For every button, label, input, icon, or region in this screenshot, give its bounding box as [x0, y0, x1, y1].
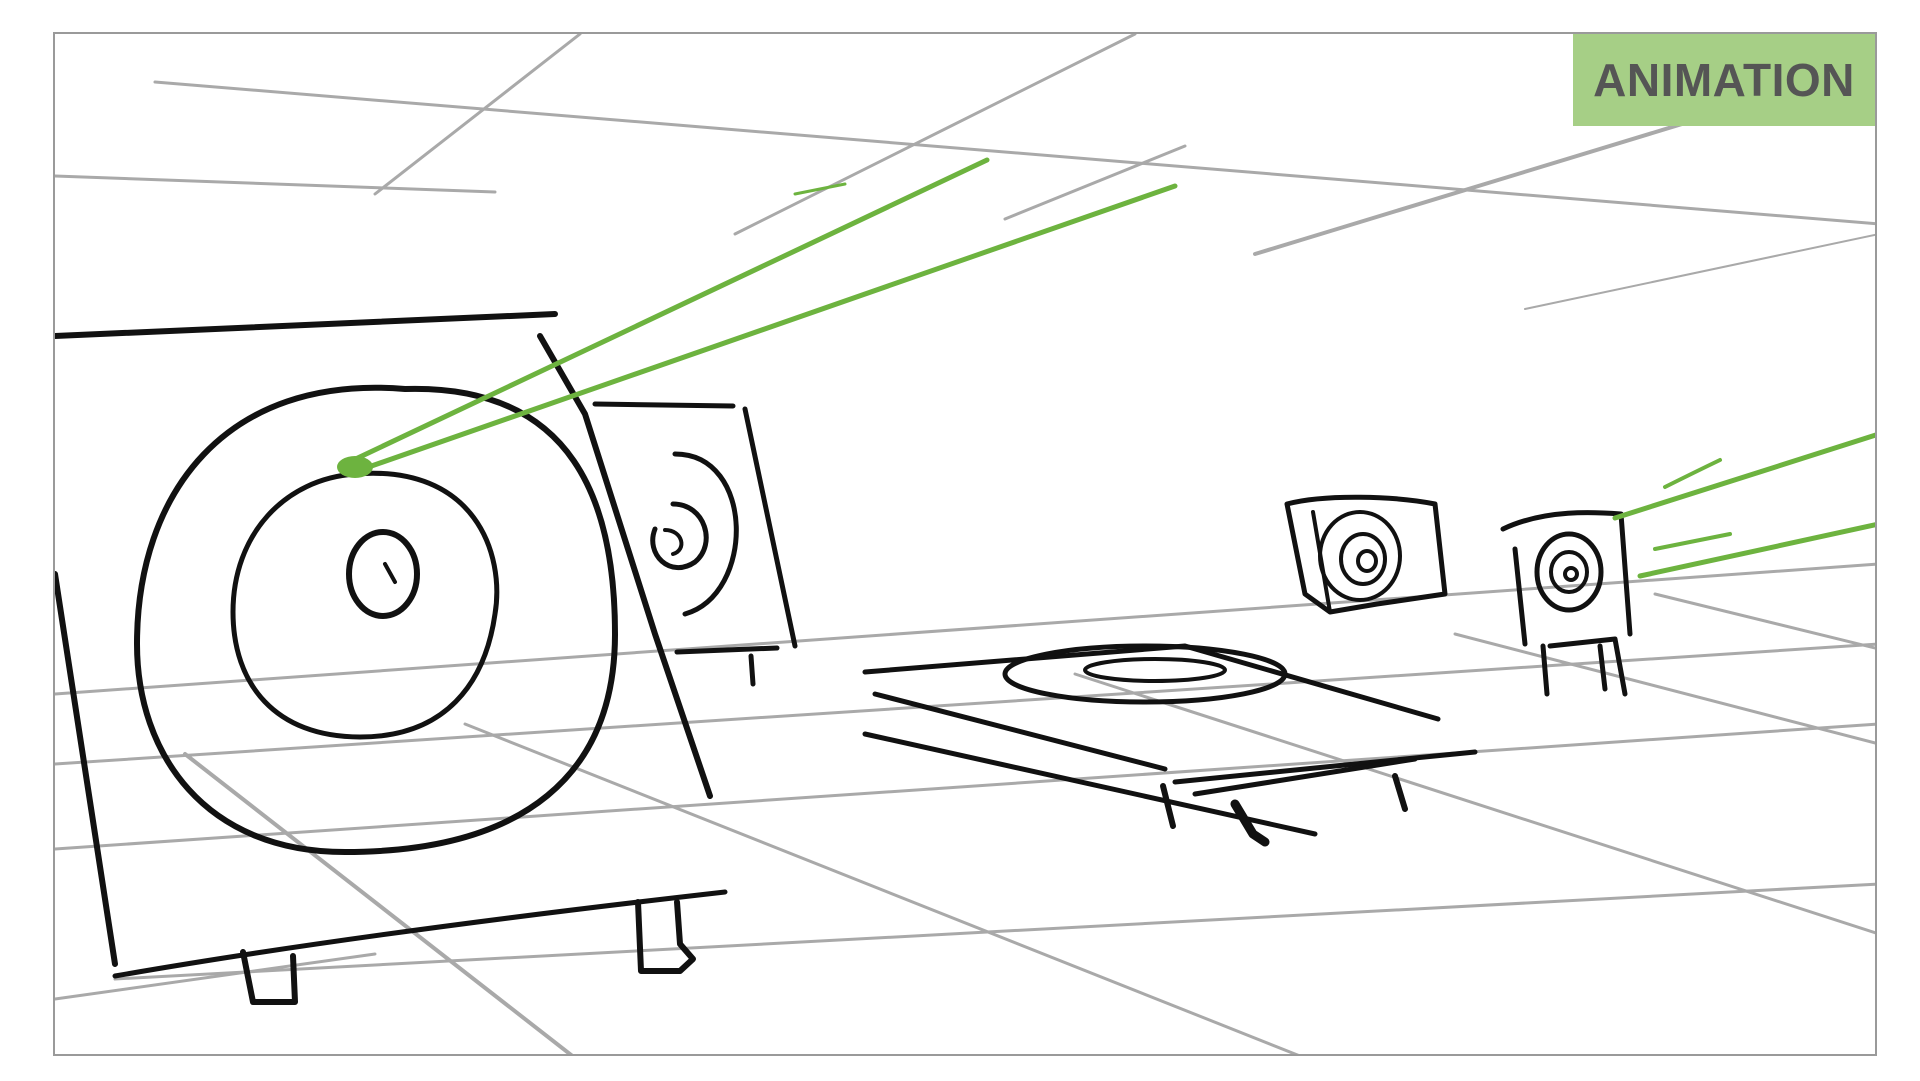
turntable-sketch [862, 643, 1478, 847]
animation-badge: ANIMATION [1573, 34, 1875, 126]
left-speaker-sketch [592, 401, 798, 687]
laser-origin-dot [337, 456, 373, 478]
center-speaker-sketch [1284, 494, 1448, 615]
perspective-grid [55, 34, 1875, 1054]
storyboard-panel: ANIMATION [53, 32, 1877, 1056]
right-speaker-sketch [1500, 510, 1633, 697]
subwoofer-sketch [55, 311, 728, 1005]
laser-beams [337, 157, 1875, 579]
sketch-drawing [55, 34, 1875, 1054]
badge-label: ANIMATION [1593, 54, 1855, 106]
